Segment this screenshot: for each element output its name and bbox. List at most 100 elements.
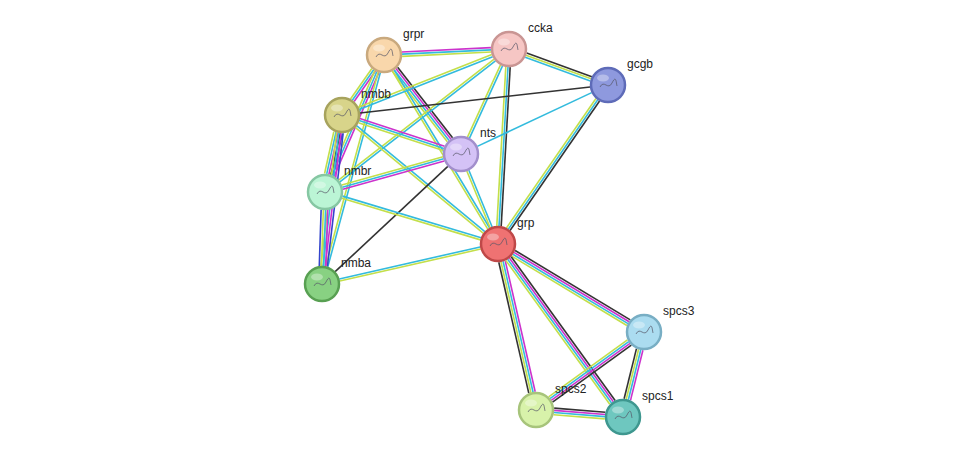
evidence-strand xyxy=(510,101,600,230)
disc-highlight xyxy=(633,322,645,329)
protein-circle xyxy=(480,226,516,262)
evidence-strand xyxy=(339,247,480,279)
node-disc xyxy=(367,38,401,72)
disc-highlight xyxy=(487,234,499,241)
evidence-strand xyxy=(469,170,492,227)
evidence-strand xyxy=(512,256,627,325)
evidence-strand xyxy=(319,210,321,266)
evidence-strand xyxy=(549,340,628,397)
disc-highlight xyxy=(498,39,510,46)
evidence-strand xyxy=(342,157,443,185)
protein-node: grpr xyxy=(366,37,402,73)
node-disc xyxy=(308,175,342,209)
evidence-strand xyxy=(553,345,632,402)
evidence-strand xyxy=(342,159,443,187)
disc-highlight xyxy=(331,105,343,112)
protein-circle xyxy=(304,266,340,302)
evidence-strand xyxy=(340,249,481,281)
evidence-strand xyxy=(467,171,490,228)
node-disc xyxy=(627,315,661,349)
protein-node: nmba xyxy=(304,266,340,302)
interaction-edge xyxy=(467,170,492,228)
evidence-strand xyxy=(402,52,491,56)
node-label: grpr xyxy=(403,27,424,41)
interaction-edge xyxy=(525,53,592,81)
evidence-strand xyxy=(551,343,630,400)
node-disc xyxy=(444,137,478,171)
evidence-strand xyxy=(626,349,638,399)
evidence-strand xyxy=(508,100,598,229)
node-label: grp xyxy=(517,216,534,230)
evidence-strand xyxy=(358,123,443,151)
evidence-strand xyxy=(343,196,482,238)
node-disc xyxy=(519,393,553,427)
evidence-strand xyxy=(394,70,489,228)
evidence-strand xyxy=(343,161,444,189)
interaction-edge xyxy=(342,196,481,240)
interaction-edge xyxy=(358,119,444,151)
interaction-edge xyxy=(339,247,480,281)
evidence-strand xyxy=(326,210,328,266)
interaction-edge xyxy=(355,126,485,234)
interaction-edge xyxy=(319,210,327,266)
evidence-strand xyxy=(359,121,444,149)
interaction-edge xyxy=(512,250,631,325)
protein-circle xyxy=(443,136,479,172)
node-label: spcs3 xyxy=(663,304,694,318)
disc-highlight xyxy=(311,274,323,281)
interaction-edge xyxy=(499,261,535,393)
protein-circle xyxy=(605,399,641,435)
protein-node: nts xyxy=(443,136,479,172)
evidence-strand xyxy=(321,210,323,266)
interaction-edge xyxy=(554,408,606,419)
node-label: ccka xyxy=(528,21,553,35)
evidence-strand xyxy=(526,55,591,79)
protein-node: grp xyxy=(480,226,516,262)
node-label: nmbr xyxy=(344,164,371,178)
evidence-strand xyxy=(527,53,592,77)
node-disc xyxy=(591,68,625,102)
node-disc xyxy=(606,400,640,434)
evidence-strand xyxy=(508,259,612,403)
evidence-strand xyxy=(511,257,615,401)
protein-node: spcs1 xyxy=(605,399,641,435)
evidence-strand xyxy=(324,210,326,266)
evidence-strand xyxy=(506,261,610,405)
evidence-strand xyxy=(501,67,510,226)
evidence-strand xyxy=(357,126,485,232)
protein-node: nmbr xyxy=(307,174,343,210)
disc-highlight xyxy=(525,400,537,407)
node-disc xyxy=(325,98,359,132)
interaction-edge xyxy=(497,67,510,226)
protein-circle xyxy=(518,392,554,428)
evidence-strand xyxy=(513,254,628,323)
disc-highlight xyxy=(314,182,326,189)
interaction-edge xyxy=(506,99,599,231)
disc-highlight xyxy=(597,75,609,82)
evidence-strand xyxy=(326,72,379,266)
protein-node: spcs3 xyxy=(626,314,662,350)
node-label: nts xyxy=(480,126,496,140)
evidence-strand xyxy=(506,99,596,228)
protein-circle xyxy=(307,174,343,210)
interaction-edge xyxy=(549,340,632,402)
evidence-strand xyxy=(342,198,481,240)
disc-highlight xyxy=(612,407,624,414)
evidence-strand xyxy=(509,258,613,402)
protein-circle xyxy=(366,37,402,73)
evidence-strand xyxy=(335,166,448,271)
node-label: spcs1 xyxy=(642,389,673,403)
evidence-strand xyxy=(550,342,629,399)
protein-circle xyxy=(491,31,527,67)
protein-node: ccka xyxy=(491,31,527,67)
evidence-strand xyxy=(499,67,508,226)
node-label: gcgb xyxy=(627,57,653,71)
interaction-edge xyxy=(624,349,643,401)
evidence-strand xyxy=(554,415,605,419)
interaction-edge xyxy=(402,48,491,57)
evidence-strand xyxy=(497,67,506,226)
disc-highlight xyxy=(450,144,462,151)
protein-node: spcs2 xyxy=(518,392,554,428)
interaction-edge xyxy=(506,257,615,405)
